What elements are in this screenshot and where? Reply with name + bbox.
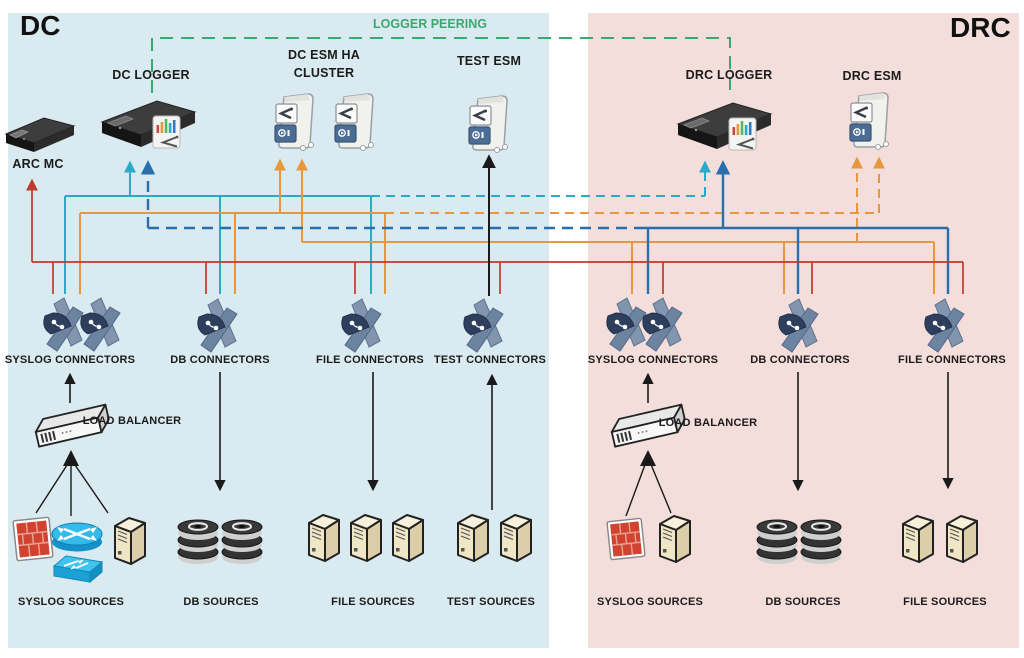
drc-load-balancer-icon — [608, 400, 686, 458]
dc-firewall-icon — [12, 515, 54, 563]
dc-test-server-icon-2 — [496, 511, 534, 565]
dc-file-connector-icon — [340, 296, 386, 354]
dc-syslog-server-icon — [110, 514, 148, 568]
dc-logger-label: DC LOGGER — [112, 68, 190, 82]
drc-db-connectors-label: DB CONNECTORS — [750, 354, 850, 366]
arc-mc-appliance-icon — [4, 114, 76, 158]
dc-logger-appliance-icon — [100, 97, 197, 155]
dc-syslog-connectors-label: SYSLOG CONNECTORS — [4, 354, 136, 366]
dc-db-connectors-label: DB CONNECTORS — [170, 354, 270, 366]
dc-test-server-icon-1 — [453, 511, 491, 565]
test-esm-server-icon — [464, 94, 512, 156]
dc-test-connector-icon — [462, 296, 508, 354]
drc-syslog-sources-label: SYSLOG SOURCES — [596, 596, 704, 608]
dc-syslog-sources-label: SYSLOG SOURCES — [17, 596, 125, 608]
drc-esm-server-icon — [845, 91, 893, 153]
drc-firewall-icon — [606, 516, 646, 562]
arc-mc-label: ARC MC — [12, 157, 64, 171]
drc-region-title: DRC — [950, 12, 1011, 43]
drc-syslog-connectors-label: SYSLOG CONNECTORS — [587, 354, 719, 366]
drc-db-connector-icon — [777, 296, 823, 354]
dc-file-server-icon-2 — [346, 511, 384, 565]
dc-db-source-icon-2 — [220, 514, 264, 564]
drc-syslog-connector-icon-2 — [641, 295, 687, 353]
dc-switch-icon — [52, 552, 104, 586]
drc-file-sources-label: FILE SOURCES — [903, 596, 987, 608]
dc-syslog-connector-icon-2 — [79, 295, 125, 353]
dc-load-balancer-icon — [32, 400, 110, 458]
dc-file-server-icon-3 — [388, 511, 426, 565]
dc-test-connectors-label: TEST CONNECTORS — [433, 354, 547, 366]
dc-file-connectors-label: FILE CONNECTORS — [316, 354, 424, 366]
dc-db-connector-icon — [196, 296, 242, 354]
drc-file-connectors-label: FILE CONNECTORS — [898, 354, 1006, 366]
dc-db-sources-label: DB SOURCES — [183, 596, 259, 608]
dc-file-sources-label: FILE SOURCES — [331, 596, 415, 608]
drc-file-server-icon-1 — [898, 512, 936, 566]
dc-region-title: DC — [20, 10, 61, 41]
drc-db-source-icon-2 — [799, 514, 843, 564]
drc-file-server-icon-2 — [942, 512, 980, 566]
drc-syslog-server-icon — [655, 512, 693, 566]
logger-peering-label: LOGGER PEERING — [373, 17, 487, 31]
dc-esm-server-1-icon — [270, 92, 318, 154]
dc-router-icon — [50, 517, 104, 553]
dc-load-balancer-label: LOAD BALANCER — [82, 415, 182, 427]
dc-esm-label-line1: DC ESM HA — [288, 48, 360, 62]
drc-esm-label: DRC ESM — [842, 69, 902, 83]
drc-db-sources-label: DB SOURCES — [765, 596, 841, 608]
dc-test-sources-label: TEST SOURCES — [447, 596, 535, 608]
dc-file-server-icon-1 — [304, 511, 342, 565]
dc-db-source-icon-1 — [176, 514, 220, 564]
dc-esm-server-2-icon — [330, 92, 378, 154]
test-esm-label: TEST ESM — [456, 54, 522, 68]
dc-esm-label-line2: CLUSTER — [293, 66, 355, 80]
drc-load-balancer-label: LOAD BALANCER — [658, 417, 758, 429]
drc-file-connector-icon — [923, 296, 969, 354]
drc-db-source-icon-1 — [755, 514, 799, 564]
drc-logger-appliance-icon — [676, 99, 773, 157]
drc-logger-label: DRC LOGGER — [685, 68, 773, 82]
